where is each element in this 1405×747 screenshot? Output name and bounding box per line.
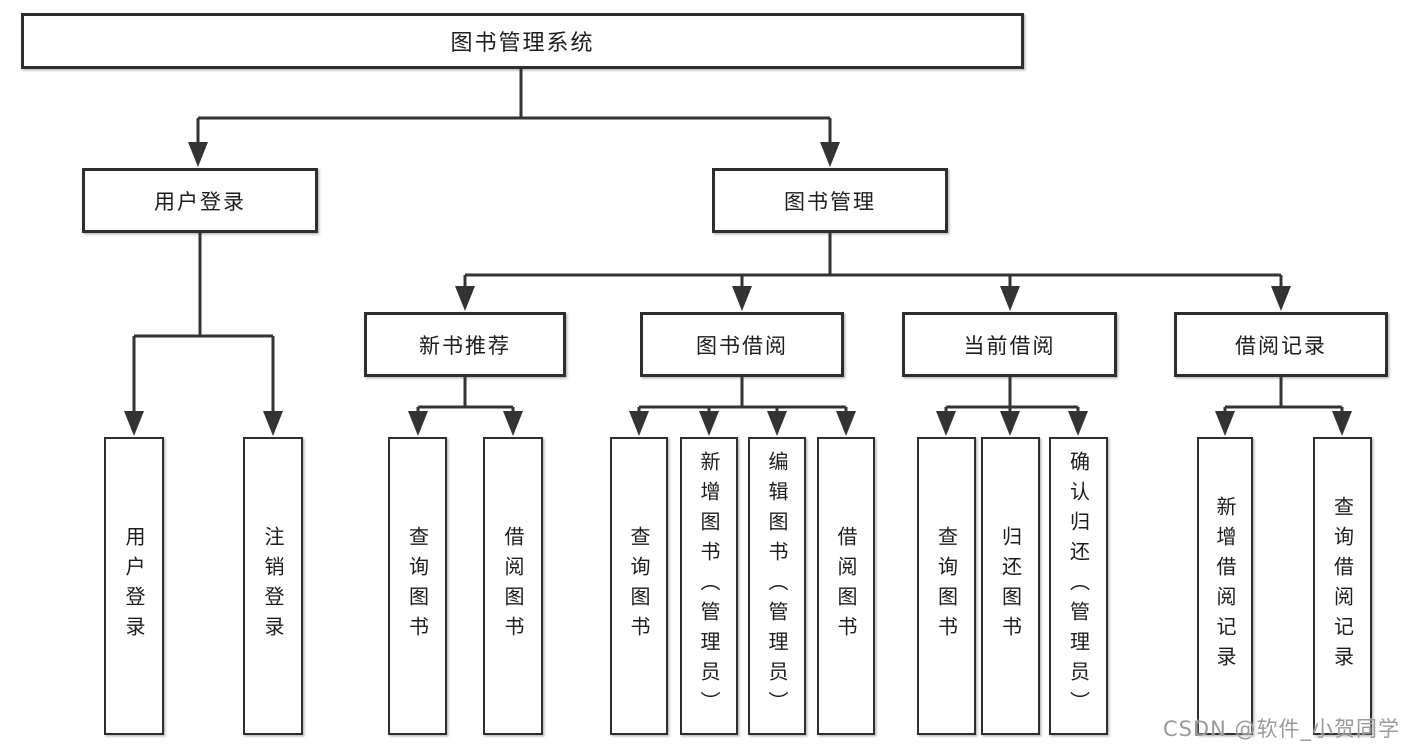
node-label: 图书管理	[784, 189, 876, 214]
arrow-down-icon	[1000, 411, 1020, 436]
node-root-system: 图书管理系统	[21, 13, 1024, 69]
node-label: 图书管理系统	[450, 31, 595, 56]
leaf-label: 确认归还（管理员）	[1066, 451, 1091, 721]
connector-current-borrow-to-leaves	[936, 377, 1088, 436]
leaf-label: 归还图书	[998, 526, 1023, 646]
node-borrow-records: 借阅记录	[1174, 312, 1388, 377]
node-user-login: 用户登录	[82, 168, 318, 233]
connector-line	[637, 377, 848, 414]
leaf-add-borrow-record: 新增借阅记录	[1197, 437, 1253, 735]
connector-book-borrow-to-leaves	[629, 377, 856, 436]
connector-line	[463, 233, 1283, 289]
connector-book-mgmt-to-level3	[455, 233, 1291, 311]
connector-line	[1223, 377, 1344, 414]
arrow-down-icon	[188, 142, 208, 167]
arrow-down-icon	[629, 411, 649, 436]
connector-line	[196, 67, 832, 146]
connector-line	[416, 377, 515, 414]
connector-borrow-records-to-leaves	[1215, 377, 1352, 436]
leaf-label: 查询图书	[934, 526, 959, 646]
leaf-add-books-admin: 新增图书（管理员）	[680, 437, 738, 735]
node-current-borrow: 当前借阅	[902, 312, 1117, 377]
arrow-down-icon	[1068, 411, 1088, 436]
leaf-query-books-borrow: 查询图书	[610, 437, 668, 735]
leaf-query-borrow-record: 查询借阅记录	[1313, 437, 1372, 735]
arrow-down-icon	[1271, 286, 1291, 311]
arrow-down-icon	[503, 411, 523, 436]
connector-user-login-to-leaves	[124, 233, 283, 436]
node-label: 当前借阅	[963, 333, 1056, 358]
node-label: 用户登录	[154, 189, 246, 214]
csdn-watermark: CSDN @软件_小贺同学	[1162, 717, 1400, 741]
arrow-down-icon	[408, 411, 428, 436]
leaf-label: 查询图书	[405, 526, 430, 646]
arrow-down-icon	[1332, 411, 1352, 436]
leaf-label: 注销登录	[261, 526, 285, 646]
connector-line	[944, 377, 1080, 414]
leaf-label: 新增借阅记录	[1213, 496, 1237, 676]
leaf-confirm-return-admin: 确认归还（管理员）	[1049, 437, 1108, 735]
leaf-label: 编辑图书（管理员）	[765, 451, 789, 721]
node-label: 新书推荐	[419, 333, 511, 358]
leaf-edit-books-admin: 编辑图书（管理员）	[748, 437, 806, 735]
connector-new-book-recommend-to-leaves	[408, 377, 523, 436]
arrow-down-icon	[455, 286, 475, 311]
leaf-label: 借阅图书	[501, 526, 525, 646]
arrow-down-icon	[1215, 411, 1235, 436]
leaf-borrow-books-recommend: 借阅图书	[483, 437, 543, 735]
node-new-book-recommend: 新书推荐	[364, 312, 566, 377]
node-label: 图书借阅	[696, 333, 788, 358]
connector-root-to-level2	[188, 67, 840, 167]
node-book-management: 图书管理	[712, 168, 948, 233]
arrow-down-icon	[767, 411, 787, 436]
leaf-user-login: 用户登录	[104, 437, 164, 735]
node-label: 借阅记录	[1235, 333, 1327, 358]
arrow-down-icon	[263, 411, 283, 436]
arrow-down-icon	[699, 411, 719, 436]
connector-line	[132, 233, 275, 414]
node-book-borrow: 图书借阅	[640, 312, 844, 377]
leaf-return-books: 归还图书	[981, 437, 1040, 735]
arrow-down-icon	[124, 411, 144, 436]
arrow-down-icon	[936, 411, 956, 436]
arrow-down-icon	[1000, 286, 1020, 311]
leaf-borrow-books: 借阅图书	[817, 437, 875, 735]
leaf-logout: 注销登录	[243, 437, 303, 735]
leaf-label: 借阅图书	[834, 526, 858, 646]
leaf-label: 新增图书（管理员）	[697, 451, 721, 721]
leaf-query-books-recommend: 查询图书	[388, 437, 447, 735]
leaf-query-books-current: 查询图书	[917, 437, 976, 735]
arrow-down-icon	[836, 411, 856, 436]
leaf-label: 查询图书	[627, 526, 651, 646]
arrow-down-icon	[732, 286, 752, 311]
leaf-label: 查询借阅记录	[1330, 496, 1355, 676]
leaf-label: 用户登录	[122, 526, 146, 646]
arrow-down-icon	[820, 142, 840, 167]
